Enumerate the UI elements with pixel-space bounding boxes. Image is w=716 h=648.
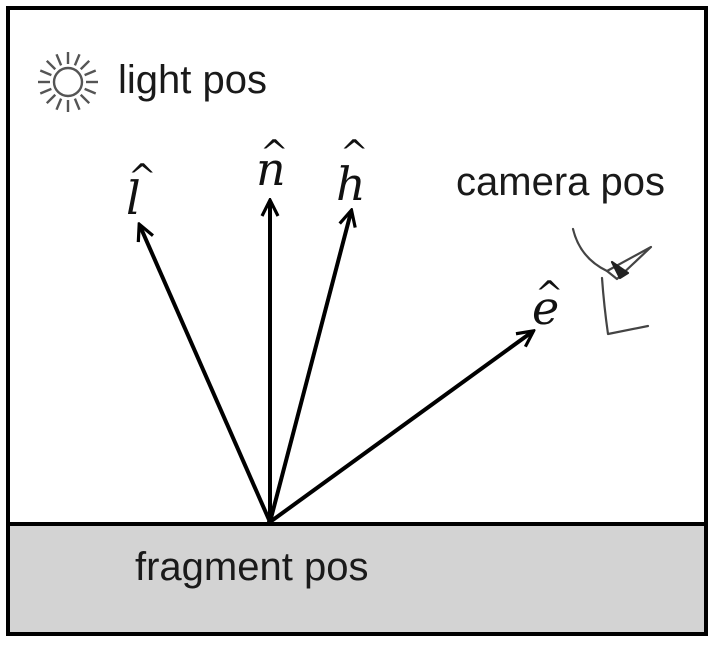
sun-ray (45, 93, 57, 105)
vector-n: n ^ (256, 133, 289, 522)
vector-e-hat: ^ (535, 274, 564, 314)
scene-border (6, 6, 708, 636)
sun-ray (79, 59, 91, 71)
vector-l-hat: ^ (128, 157, 157, 197)
vector-e: e ^ (268, 274, 564, 524)
sun-ray (39, 87, 52, 95)
vector-l: l ^ (126, 157, 272, 523)
sun-ray (73, 98, 81, 111)
arrow-e (268, 332, 532, 524)
vector-h-hat: ^ (340, 133, 369, 173)
light-pos-label: light pos (118, 58, 267, 102)
surface-plane (8, 524, 706, 634)
arrow-l (140, 226, 272, 523)
vector-n-label: n (256, 142, 286, 196)
sun-ray (45, 59, 57, 71)
vector-e-label: e (532, 281, 559, 335)
sun-ray (84, 87, 97, 95)
sun-icon (38, 52, 98, 112)
sun-ray (79, 93, 91, 105)
arrow-h (268, 212, 351, 523)
sun-ray (55, 98, 63, 111)
sun-ray (55, 53, 63, 66)
sun-ray (84, 69, 97, 77)
vector-l-label: l (126, 171, 141, 225)
eye-icon (571, 227, 653, 336)
fragment-pos-label: fragment pos (135, 545, 368, 589)
vector-h-label: h (336, 157, 366, 211)
sun-ray (73, 53, 81, 66)
vector-n-hat: ^ (260, 133, 289, 173)
sun-ray (39, 69, 52, 77)
camera-pos-label: camera pos (456, 160, 665, 204)
fragment-origin-point (267, 519, 273, 525)
vector-h: h ^ (268, 133, 369, 523)
